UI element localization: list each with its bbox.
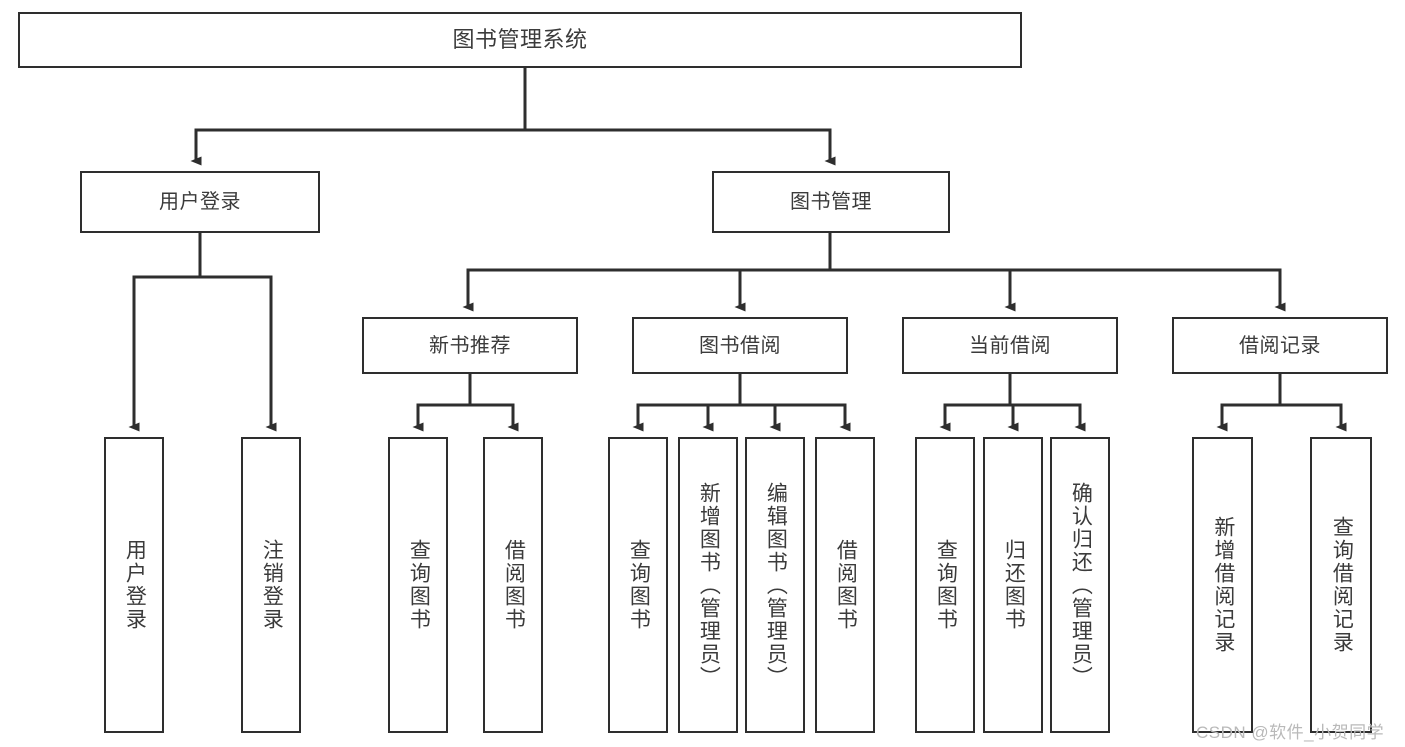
leaf-query-borrow-record-label: 查询借阅记录 bbox=[1330, 516, 1354, 654]
node-book-borrow[interactable]: 图书借阅 bbox=[632, 317, 848, 374]
leaf-borrow-book-newbook-label: 借阅图书 bbox=[502, 539, 526, 631]
leaf-add-book-admin[interactable]: 新增图书（管理员） bbox=[678, 437, 738, 733]
leaf-lend-book[interactable]: 借阅图书 bbox=[815, 437, 875, 733]
node-current-borrow[interactable]: 当前借阅 bbox=[902, 317, 1118, 374]
leaf-logout[interactable]: 注销登录 bbox=[241, 437, 301, 733]
node-borrow-record[interactable]: 借阅记录 bbox=[1172, 317, 1388, 374]
leaf-query-book-current[interactable]: 查询图书 bbox=[915, 437, 975, 733]
node-root-system[interactable]: 图书管理系统 bbox=[18, 12, 1022, 68]
leaf-add-book-admin-label: 新增图书（管理员） bbox=[697, 481, 721, 689]
node-current-borrow-label: 当前借阅 bbox=[969, 334, 1051, 357]
node-borrow-record-label: 借阅记录 bbox=[1239, 334, 1321, 357]
node-user-login-label: 用户登录 bbox=[159, 191, 241, 213]
node-book-management[interactable]: 图书管理 bbox=[712, 171, 950, 233]
node-book-borrow-label: 图书借阅 bbox=[699, 334, 781, 357]
leaf-user-login-label: 用户登录 bbox=[123, 539, 147, 631]
leaf-return-book[interactable]: 归还图书 bbox=[983, 437, 1043, 733]
leaf-query-book-borrow-label: 查询图书 bbox=[627, 539, 651, 631]
leaf-logout-label: 注销登录 bbox=[260, 539, 284, 631]
leaf-query-book-newbook-label: 查询图书 bbox=[407, 539, 431, 631]
leaf-query-book-newbook[interactable]: 查询图书 bbox=[388, 437, 448, 733]
leaf-query-book-borrow[interactable]: 查询图书 bbox=[608, 437, 668, 733]
leaf-query-borrow-record[interactable]: 查询借阅记录 bbox=[1310, 437, 1372, 733]
leaf-edit-book-admin[interactable]: 编辑图书（管理员） bbox=[745, 437, 805, 733]
leaf-lend-book-label: 借阅图书 bbox=[834, 539, 858, 631]
node-new-book-recommend-label: 新书推荐 bbox=[429, 334, 511, 357]
leaf-borrow-book-newbook[interactable]: 借阅图书 bbox=[483, 437, 543, 733]
node-new-book-recommend[interactable]: 新书推荐 bbox=[362, 317, 578, 374]
leaf-query-book-current-label: 查询图书 bbox=[934, 539, 958, 631]
node-user-login[interactable]: 用户登录 bbox=[80, 171, 320, 233]
leaf-confirm-return-admin[interactable]: 确认归还（管理员） bbox=[1050, 437, 1110, 733]
leaf-edit-book-admin-label: 编辑图书（管理员） bbox=[764, 481, 788, 689]
leaf-return-book-label: 归还图书 bbox=[1002, 539, 1026, 631]
leaf-add-borrow-record[interactable]: 新增借阅记录 bbox=[1192, 437, 1253, 733]
node-root-system-label: 图书管理系统 bbox=[452, 26, 588, 52]
leaf-user-login[interactable]: 用户登录 bbox=[104, 437, 164, 733]
leaf-confirm-return-admin-label: 确认归还（管理员） bbox=[1069, 481, 1093, 689]
leaf-add-borrow-record-label: 新增借阅记录 bbox=[1211, 516, 1235, 654]
node-book-management-label: 图书管理 bbox=[790, 191, 872, 213]
